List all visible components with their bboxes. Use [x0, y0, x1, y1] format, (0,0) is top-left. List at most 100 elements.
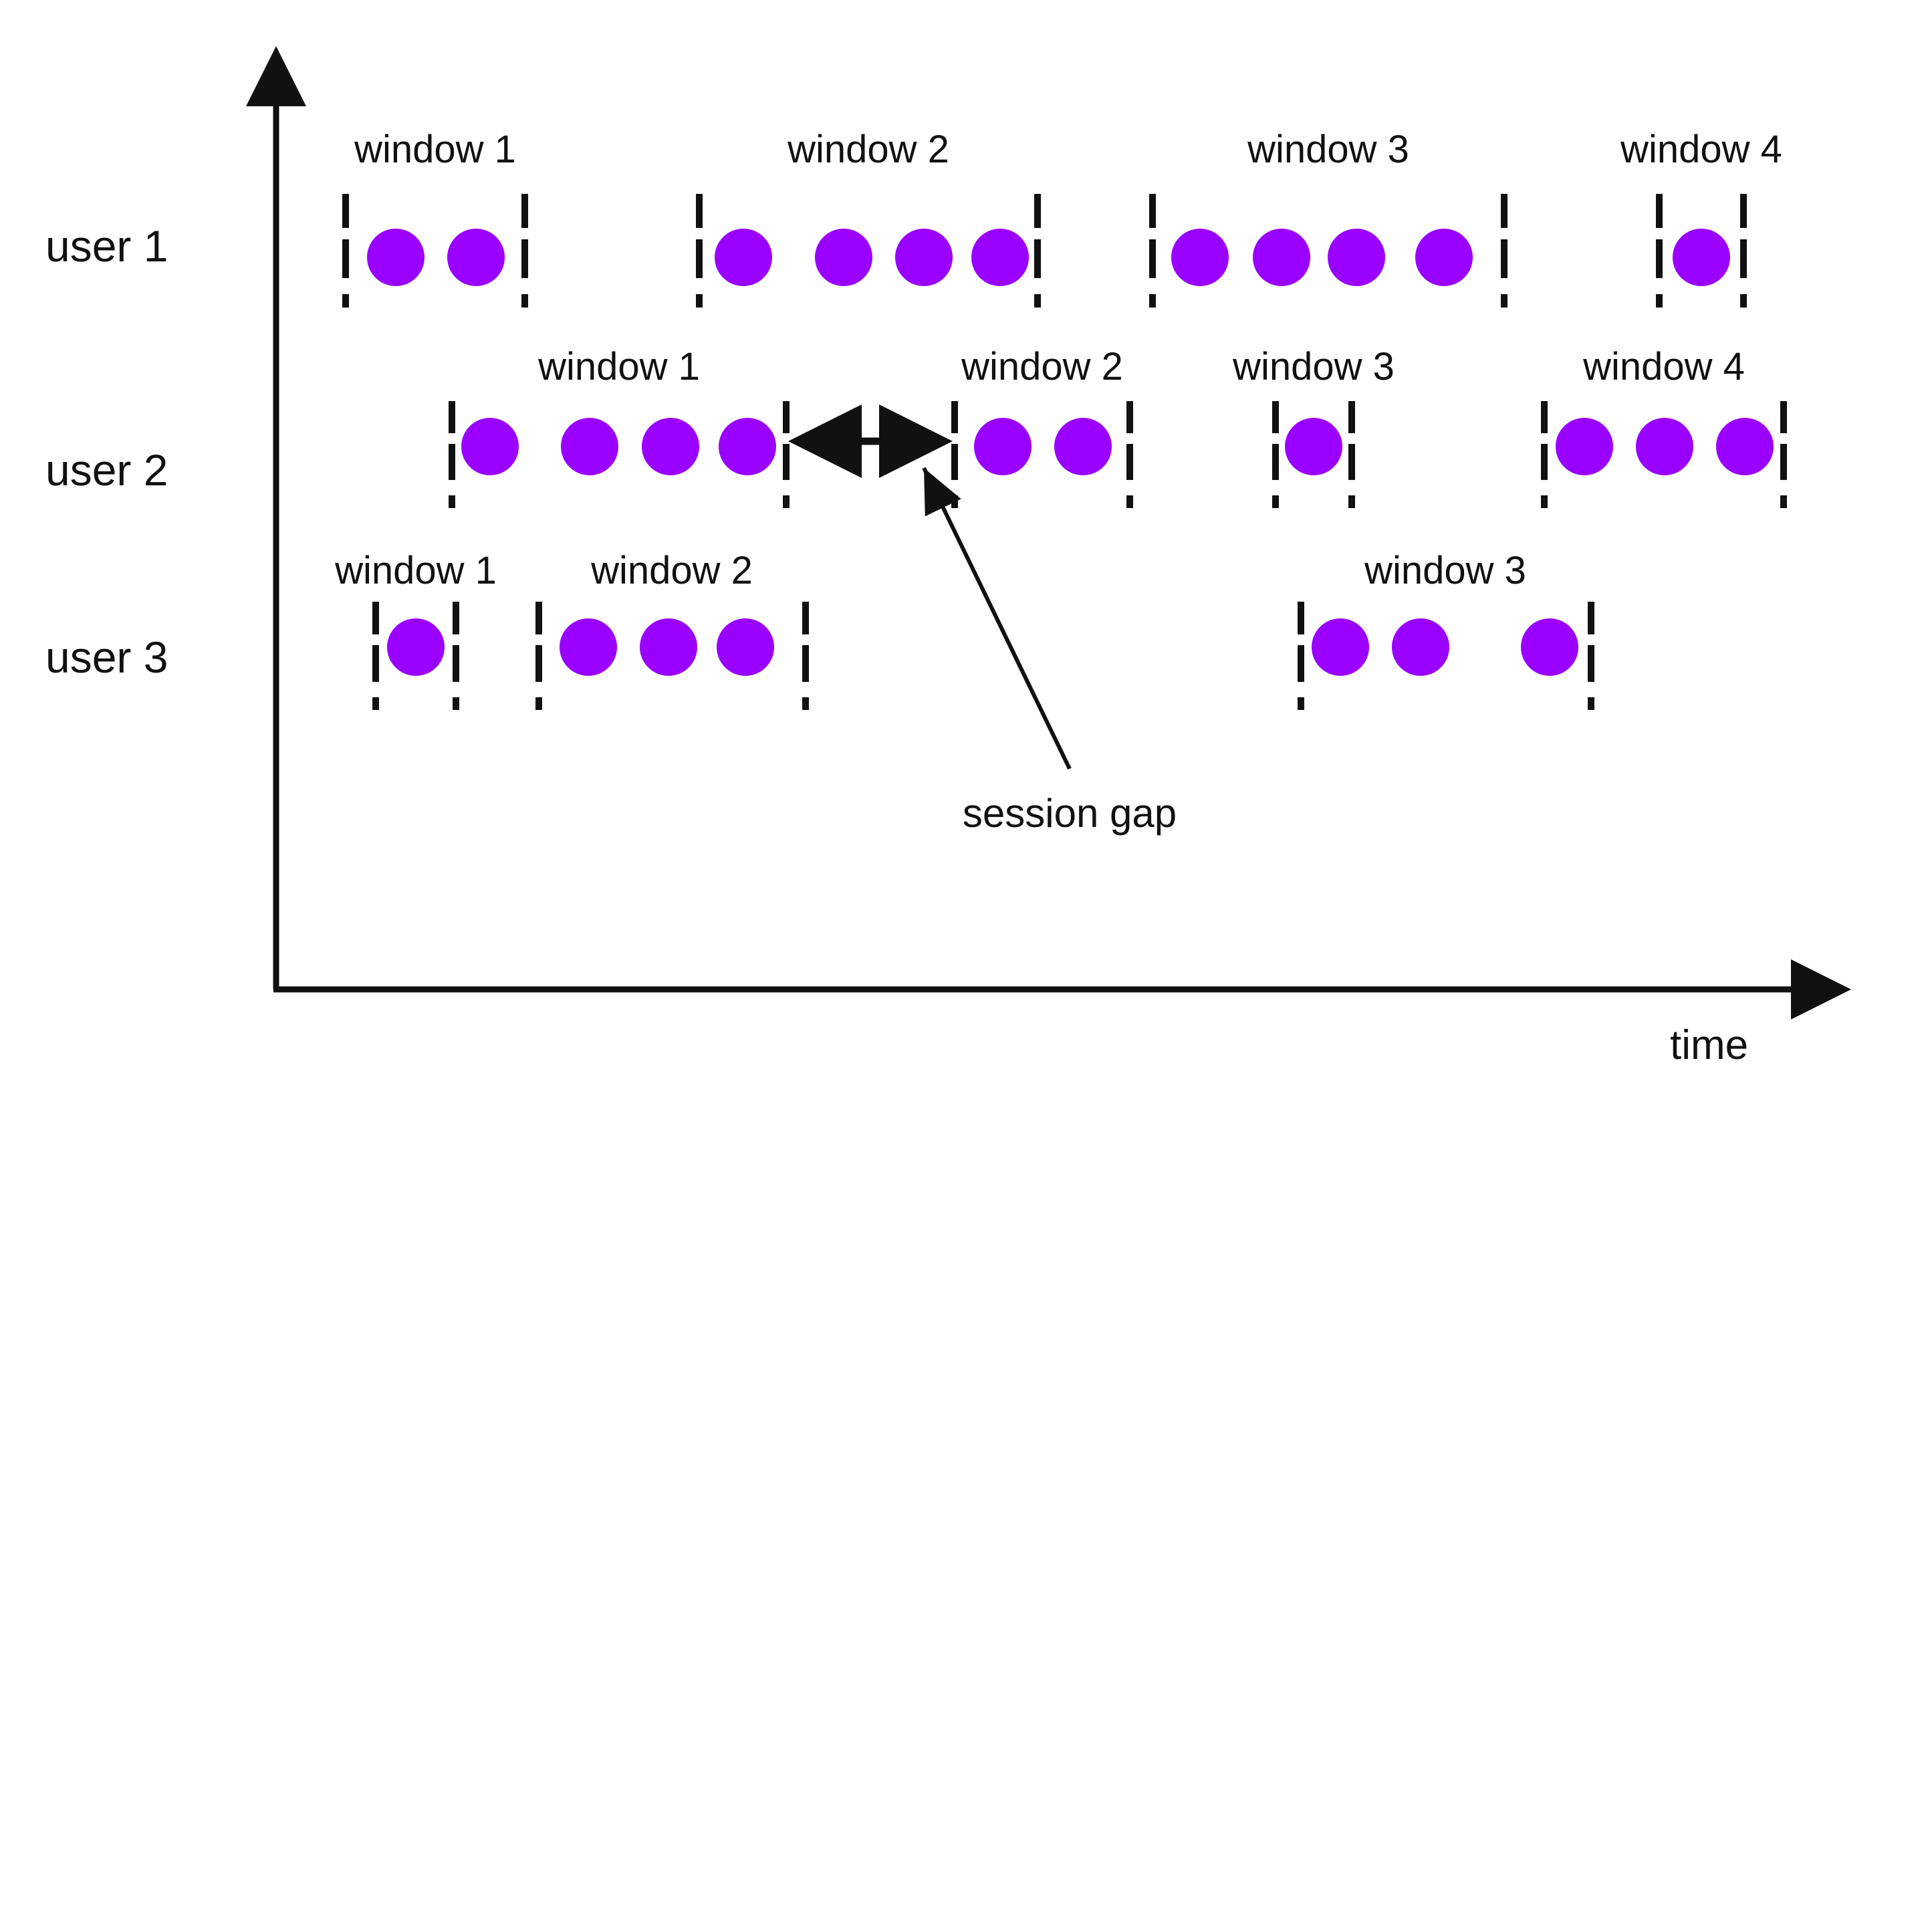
event-dot [1328, 229, 1385, 286]
bracket-dash [1740, 194, 1747, 228]
window-bracket-right [1348, 401, 1355, 508]
event-dot [1054, 418, 1112, 475]
window-bracket-left [1272, 401, 1279, 508]
event-dot [1556, 418, 1613, 475]
bracket-dash [453, 644, 459, 682]
event-dot [715, 229, 772, 286]
window-bracket-right [783, 401, 790, 508]
bracket-dash [449, 444, 455, 481]
event-dot [1285, 418, 1342, 475]
window-bracket-right [453, 602, 459, 710]
window-label: window 1 [538, 345, 700, 388]
event-dot [1636, 418, 1693, 475]
window-bracket-left [951, 401, 958, 508]
bracket-dash [1541, 401, 1548, 433]
window-label: window 2 [788, 128, 949, 171]
bracket-dash [521, 194, 528, 228]
window-label: window 2 [961, 345, 1123, 388]
bracket-dash [1541, 444, 1548, 481]
window-bracket-right [1780, 401, 1787, 508]
bracket-dash [802, 602, 809, 634]
event-dot [1673, 229, 1730, 286]
bracket-dash [1501, 194, 1507, 228]
bracket-dash [1740, 293, 1747, 308]
bracket-dash [342, 194, 349, 228]
event-dot [974, 418, 1032, 475]
window-bracket-right [521, 194, 528, 308]
axes-and-arrows-layer [246, 46, 1851, 1019]
window-label: window 4 [1620, 128, 1782, 171]
event-dot [642, 418, 699, 475]
bracket-dash [1656, 194, 1663, 228]
bracket-dash [535, 644, 542, 682]
event-dot [640, 618, 697, 676]
window-bracket-left [372, 602, 379, 710]
bracket-dash [342, 239, 349, 278]
event-dot [1171, 229, 1229, 286]
bracket-dash [1298, 697, 1304, 710]
event-dot [447, 229, 505, 286]
bracket-dash [1034, 194, 1041, 228]
bracket-dash [453, 697, 459, 710]
window-label: window 4 [1583, 345, 1745, 388]
user-row-label-1: user 1 [45, 221, 168, 271]
window-bracket-left [1541, 401, 1548, 508]
bracket-dash [951, 444, 958, 481]
bracket-dash [783, 495, 790, 508]
event-dot [971, 229, 1029, 286]
window-label: window 1 [335, 549, 497, 592]
window-label: window 3 [1364, 549, 1526, 592]
bracket-dash [1348, 444, 1355, 481]
event-dot [719, 418, 776, 475]
window-bracket-left [1298, 602, 1304, 710]
bracket-dash [1149, 239, 1156, 278]
bracket-dash [372, 602, 379, 634]
bracket-dash [453, 602, 459, 634]
bracket-dash [1034, 293, 1041, 308]
bracket-dash [372, 697, 379, 710]
bracket-dash [1348, 401, 1355, 433]
bracket-dash [802, 644, 809, 682]
bracket-dash [696, 194, 703, 228]
bracket-dash [951, 495, 958, 508]
event-dot [1521, 618, 1578, 676]
bracket-dash [1501, 293, 1507, 308]
bracket-dash [951, 401, 958, 433]
window-bracket-right [802, 602, 809, 710]
bracket-dash [449, 401, 455, 433]
window-bracket-left [449, 401, 455, 508]
window-bracket-right [1501, 194, 1507, 308]
bracket-dash [1272, 401, 1279, 433]
bracket-dash [1780, 401, 1787, 433]
bracket-dash [449, 495, 455, 508]
event-dot [1415, 229, 1473, 286]
bracket-dash [783, 444, 790, 481]
bracket-dash [535, 697, 542, 710]
window-bracket-left [1656, 194, 1663, 308]
window-label: window 3 [1233, 345, 1395, 388]
bracket-dash [1780, 444, 1787, 481]
event-dot [717, 618, 774, 676]
bracket-dash [372, 644, 379, 682]
bracket-dash [1298, 644, 1304, 682]
event-dot [895, 229, 953, 286]
event-dot [1716, 418, 1774, 475]
bracket-dash [1126, 444, 1133, 481]
bracket-dash [1656, 293, 1663, 308]
window-bracket-left [696, 194, 703, 308]
bracket-dash [1588, 602, 1594, 634]
bracket-dash [783, 401, 790, 433]
event-dot [561, 418, 618, 475]
event-dot [1392, 618, 1449, 676]
bracket-dash [1272, 495, 1279, 508]
window-bracket-right [1126, 401, 1133, 508]
bracket-dash [1588, 644, 1594, 682]
x-axis-label: time [1670, 1022, 1749, 1068]
session-gap-pointer-arrow [922, 467, 1072, 770]
session-gap-label: session gap [962, 791, 1177, 836]
bracket-dash [1588, 697, 1594, 710]
bracket-dash [802, 697, 809, 710]
bracket-dash [521, 293, 528, 308]
window-bracket-right [1740, 194, 1747, 308]
bracket-dash [535, 602, 542, 634]
